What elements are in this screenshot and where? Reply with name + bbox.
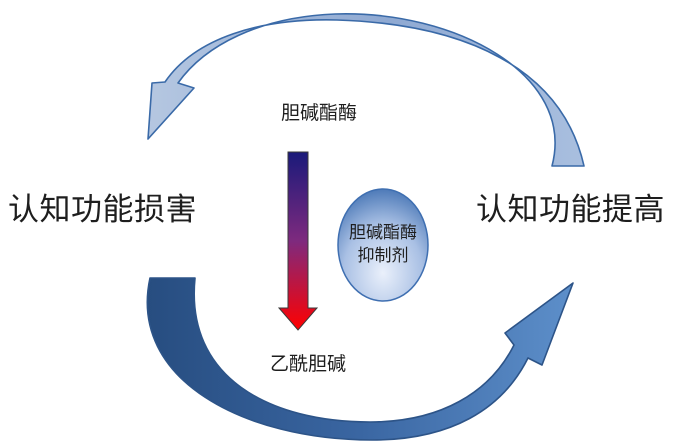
label-cognitive-improvement: 认知功能提高 [476, 192, 665, 228]
label-acetylcholine: 乙酰胆碱 [270, 353, 347, 375]
down-arrow [277, 151, 319, 331]
label-cholinesterase: 胆碱酯酶 [281, 102, 358, 124]
inhibitor-label-line1: 胆碱酯酶 [349, 223, 417, 244]
bottom-curved-arrow [146, 277, 574, 441]
inhibitor-label: 胆碱酯酶 抑制剂 [338, 190, 428, 300]
inhibitor-label-line2: 抑制剂 [357, 246, 409, 266]
label-cognitive-impairment: 认知功能损害 [8, 192, 197, 228]
inhibitor-ellipse [337, 188, 429, 302]
top-curved-arrow [147, 13, 585, 167]
